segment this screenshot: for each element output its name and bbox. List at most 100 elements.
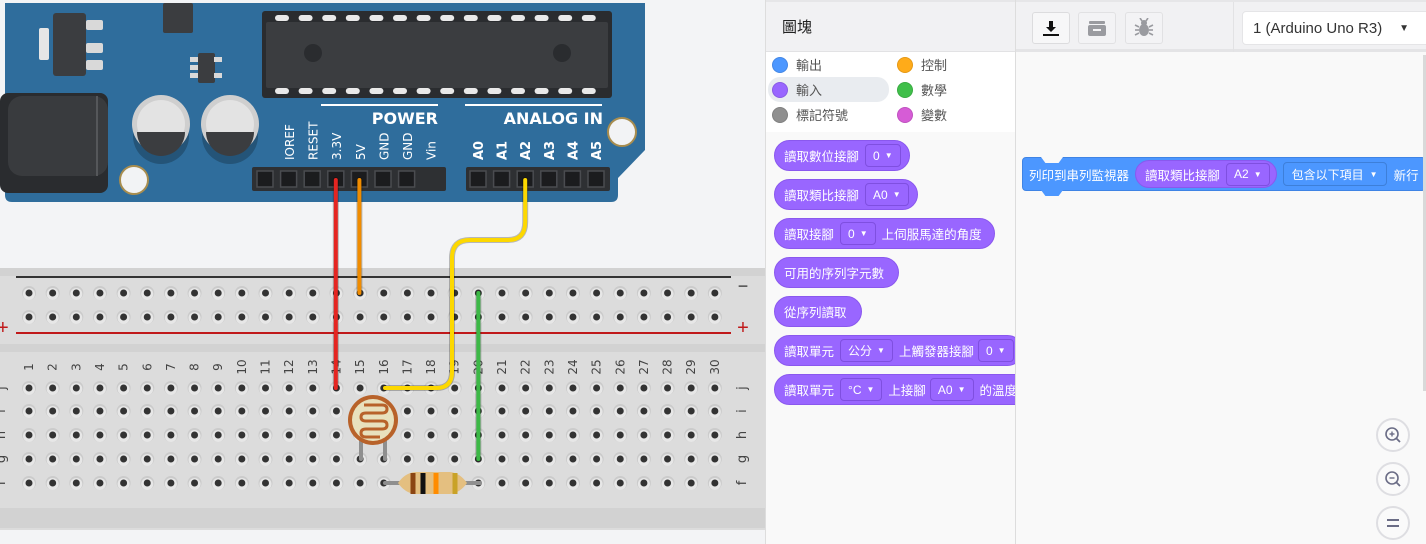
breadboard-hole[interactable] bbox=[664, 455, 672, 463]
breadboard-hole[interactable] bbox=[285, 455, 293, 463]
breadboard-hole[interactable] bbox=[427, 289, 435, 297]
breadboard-hole[interactable] bbox=[593, 455, 601, 463]
category-3[interactable]: 數學 bbox=[893, 77, 1014, 102]
breadboard-hole[interactable] bbox=[616, 289, 624, 297]
breadboard-hole[interactable] bbox=[238, 455, 246, 463]
breadboard-hole[interactable] bbox=[593, 384, 601, 392]
header-socket-IOREF[interactable] bbox=[256, 170, 274, 188]
breadboard-hole[interactable] bbox=[593, 289, 601, 297]
header-socket-GND[interactable] bbox=[374, 170, 392, 188]
breadboard-hole[interactable] bbox=[262, 289, 269, 297]
breadboard-hole[interactable] bbox=[191, 479, 199, 487]
breadboard-hole[interactable] bbox=[356, 479, 364, 487]
analog-pin-dropdown[interactable]: A2 ▼ bbox=[1226, 162, 1270, 186]
breadboard-hole[interactable] bbox=[451, 431, 459, 439]
breadboard-hole[interactable] bbox=[427, 407, 435, 415]
breadboard-hole[interactable] bbox=[616, 384, 624, 392]
breadboard-hole[interactable] bbox=[238, 431, 246, 439]
breadboard-hole[interactable] bbox=[191, 407, 199, 415]
breadboard-hole[interactable] bbox=[49, 455, 57, 463]
upload-code-button[interactable] bbox=[1078, 12, 1116, 44]
breadboard-hole[interactable] bbox=[616, 431, 624, 439]
breadboard-hole[interactable] bbox=[593, 431, 601, 439]
block-dropdown[interactable]: °C▼ bbox=[840, 378, 883, 401]
breadboard-hole[interactable] bbox=[711, 313, 719, 321]
breadboard-hole[interactable] bbox=[285, 479, 293, 487]
breadboard-hole[interactable] bbox=[569, 455, 577, 463]
breadboard-hole[interactable] bbox=[687, 313, 695, 321]
breadboard-hole[interactable] bbox=[25, 431, 33, 439]
breadboard-hole[interactable] bbox=[427, 431, 435, 439]
breadboard-hole[interactable] bbox=[25, 384, 33, 392]
board-select[interactable]: 1 (Arduino Uno R3) ▼ bbox=[1242, 11, 1426, 45]
breadboard-hole[interactable] bbox=[167, 455, 175, 463]
breadboard-hole[interactable] bbox=[167, 479, 175, 487]
photoresistor[interactable] bbox=[348, 395, 398, 461]
block-dropdown[interactable]: 0▼ bbox=[840, 222, 876, 245]
breadboard-hole[interactable] bbox=[72, 407, 80, 415]
wire-core[interactable] bbox=[383, 178, 528, 390]
breadboard-hole[interactable] bbox=[569, 313, 577, 321]
breadboard-hole[interactable] bbox=[380, 289, 388, 297]
breadboard-hole[interactable] bbox=[640, 313, 648, 321]
breadboard-hole[interactable] bbox=[569, 407, 577, 415]
breadboard-hole[interactable] bbox=[687, 431, 695, 439]
breadboard-hole[interactable] bbox=[143, 313, 151, 321]
breadboard-hole[interactable] bbox=[711, 431, 719, 439]
breadboard-hole[interactable] bbox=[545, 431, 553, 439]
breadboard-hole[interactable] bbox=[545, 455, 553, 463]
breadboard-hole[interactable] bbox=[711, 455, 719, 463]
breadboard-hole[interactable] bbox=[616, 407, 624, 415]
breadboard-hole[interactable] bbox=[522, 407, 530, 415]
category-2[interactable]: 輸入 bbox=[768, 77, 889, 102]
breadboard-hole[interactable] bbox=[143, 479, 151, 487]
breadboard-hole[interactable] bbox=[285, 407, 293, 415]
breadboard-hole[interactable] bbox=[72, 313, 80, 321]
breadboard-hole[interactable] bbox=[167, 313, 175, 321]
breadboard-hole[interactable] bbox=[214, 384, 222, 392]
breadboard-hole[interactable] bbox=[49, 479, 57, 487]
zoom-reset-button[interactable] bbox=[1376, 506, 1410, 540]
breadboard-hole[interactable] bbox=[332, 431, 340, 439]
breadboard-hole[interactable] bbox=[451, 407, 459, 415]
breadboard-hole[interactable] bbox=[380, 313, 388, 321]
breadboard-hole[interactable] bbox=[498, 431, 506, 439]
breadboard-hole[interactable] bbox=[25, 407, 33, 415]
category-4[interactable]: 標記符號 bbox=[768, 102, 889, 127]
print-serial-block[interactable]: 列印到串列監視器 讀取類比接腳 A2 ▼ 包含以下項目 ▼ 新行 bbox=[1022, 157, 1426, 196]
breadboard-hole[interactable] bbox=[214, 431, 222, 439]
breadboard-hole[interactable] bbox=[332, 455, 340, 463]
breadboard-hole[interactable] bbox=[191, 384, 199, 392]
breadboard-hole[interactable] bbox=[143, 455, 151, 463]
breadboard-hole[interactable] bbox=[664, 384, 672, 392]
breadboard-hole[interactable] bbox=[711, 407, 719, 415]
breadboard-hole[interactable] bbox=[498, 289, 506, 297]
breadboard-hole[interactable] bbox=[214, 313, 222, 321]
breadboard-hole[interactable] bbox=[640, 384, 648, 392]
breadboard-hole[interactable] bbox=[640, 431, 648, 439]
breadboard-hole[interactable] bbox=[522, 431, 530, 439]
breadboard-hole[interactable] bbox=[262, 313, 269, 321]
breadboard-hole[interactable] bbox=[545, 479, 553, 487]
breadboard-hole[interactable] bbox=[25, 289, 33, 297]
breadboard-hole[interactable] bbox=[262, 384, 269, 392]
breadboard-hole[interactable] bbox=[451, 455, 459, 463]
breadboard-hole[interactable] bbox=[72, 479, 80, 487]
breadboard-hole[interactable] bbox=[309, 455, 317, 463]
breadboard-hole[interactable] bbox=[309, 384, 317, 392]
breadboard-hole[interactable] bbox=[167, 431, 175, 439]
breadboard-hole[interactable] bbox=[96, 455, 104, 463]
breadboard-hole[interactable] bbox=[262, 407, 269, 415]
breadboard-hole[interactable] bbox=[96, 384, 104, 392]
read-analog-reporter[interactable]: 讀取類比接腳 A2 ▼ bbox=[1135, 160, 1277, 188]
breadboard-hole[interactable] bbox=[120, 431, 128, 439]
palette-block-4[interactable]: 從序列讀取 bbox=[774, 296, 862, 327]
breadboard-hole[interactable] bbox=[687, 407, 695, 415]
breadboard-hole[interactable] bbox=[356, 313, 364, 321]
breadboard-hole[interactable] bbox=[332, 479, 340, 487]
block-dropdown[interactable]: A0▼ bbox=[865, 183, 909, 206]
breadboard-hole[interactable] bbox=[403, 455, 411, 463]
breadboard-hole[interactable] bbox=[191, 455, 199, 463]
